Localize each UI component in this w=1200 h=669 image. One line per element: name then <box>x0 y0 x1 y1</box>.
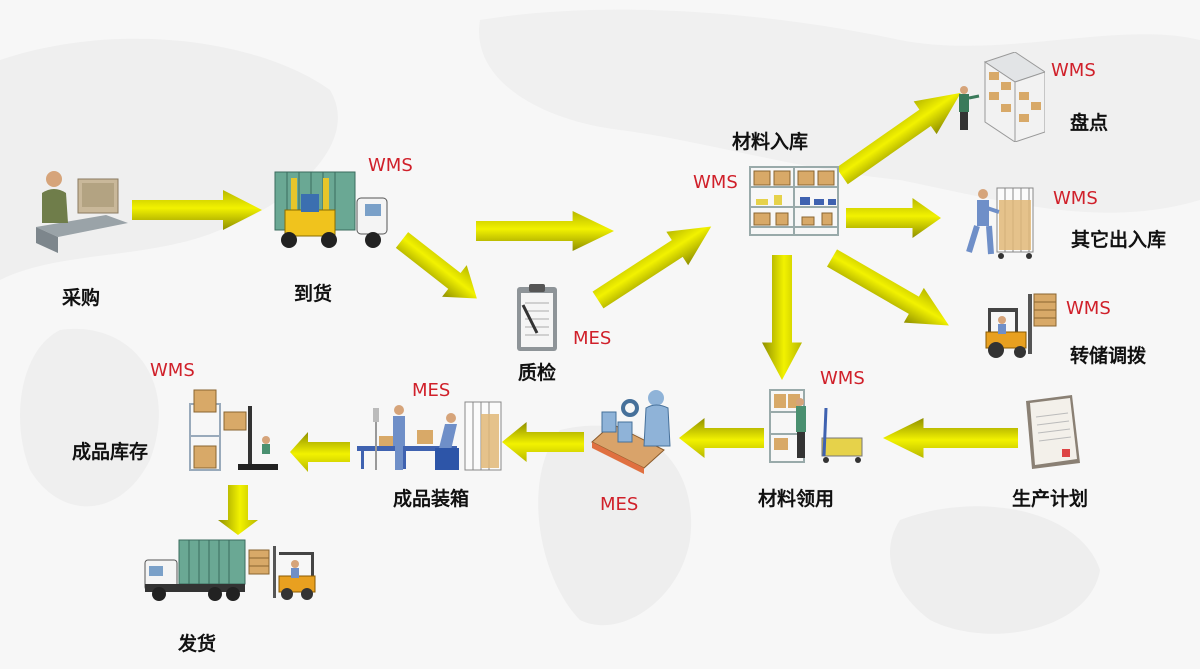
truck-forklift-icon <box>144 539 316 601</box>
rack-worker-icon <box>959 52 1045 142</box>
node-label-purchase: 采购 <box>62 287 101 309</box>
system-tag-production: MES <box>600 494 639 515</box>
node-label-other-io: 其它出入库 <box>1071 229 1167 251</box>
arrow-arrival-to-material-in <box>476 211 614 251</box>
node-label-packing: 成品装箱 <box>393 488 470 510</box>
node-label-fg-inventory: 成品库存 <box>72 441 149 463</box>
arrow-arrival-to-qc <box>389 224 490 315</box>
assembly-line-icon <box>591 390 671 474</box>
system-tag-stocktake: WMS <box>1051 60 1096 81</box>
forklift-container-icon <box>274 171 388 248</box>
arrow-purchase-to-arrival <box>132 190 262 230</box>
node-label-material-issue: 材料领用 <box>758 488 835 510</box>
system-tag-packing: MES <box>412 380 451 401</box>
arrow-fg-to-shipping <box>218 485 258 535</box>
node-label-stocktake: 盘点 <box>1070 112 1109 134</box>
system-tag-fg-inventory: WMS <box>150 360 195 381</box>
system-tag-material-issue: WMS <box>820 368 865 389</box>
node-label-shipping: 发货 <box>178 633 217 655</box>
system-tag-other-io: WMS <box>1053 188 1098 209</box>
forklift-icon <box>985 293 1057 358</box>
system-tag-qc: MES <box>573 328 612 349</box>
arrow-material-in-to-stocktake <box>830 76 973 193</box>
node-label-material-in: 材料入库 <box>732 131 809 153</box>
system-tag-arrival: WMS <box>368 155 413 176</box>
system-tag-transfer: WMS <box>1066 298 1111 319</box>
arrow-production-to-packing <box>502 422 584 462</box>
arrow-material-in-to-issue <box>762 255 802 380</box>
clipboard-icon <box>517 284 557 351</box>
packing-line-icon <box>357 401 502 471</box>
cart-worker-icon <box>966 187 1034 259</box>
node-label-production-plan: 生产计划 <box>1012 488 1089 510</box>
node-label-transfer: 转储调拨 <box>1070 345 1147 367</box>
pallet-rack-icon <box>189 389 278 471</box>
arrow-qc-to-material-in <box>587 209 723 317</box>
person-computer-icon <box>36 171 128 253</box>
arrow-plan-to-issue <box>883 418 1018 458</box>
shelf-icon <box>749 166 839 236</box>
node-label-qc: 质检 <box>518 362 557 384</box>
arrow-material-in-to-other <box>846 198 941 238</box>
arrow-packing-to-fg <box>290 432 350 472</box>
document-icon <box>1026 395 1080 469</box>
shelf-cart-icon <box>769 389 863 463</box>
arrow-issue-to-production <box>679 418 764 458</box>
arrow-material-in-to-transfer <box>822 240 959 343</box>
system-tag-material-in: WMS <box>693 172 738 193</box>
node-label-arrival: 到货 <box>294 283 333 305</box>
